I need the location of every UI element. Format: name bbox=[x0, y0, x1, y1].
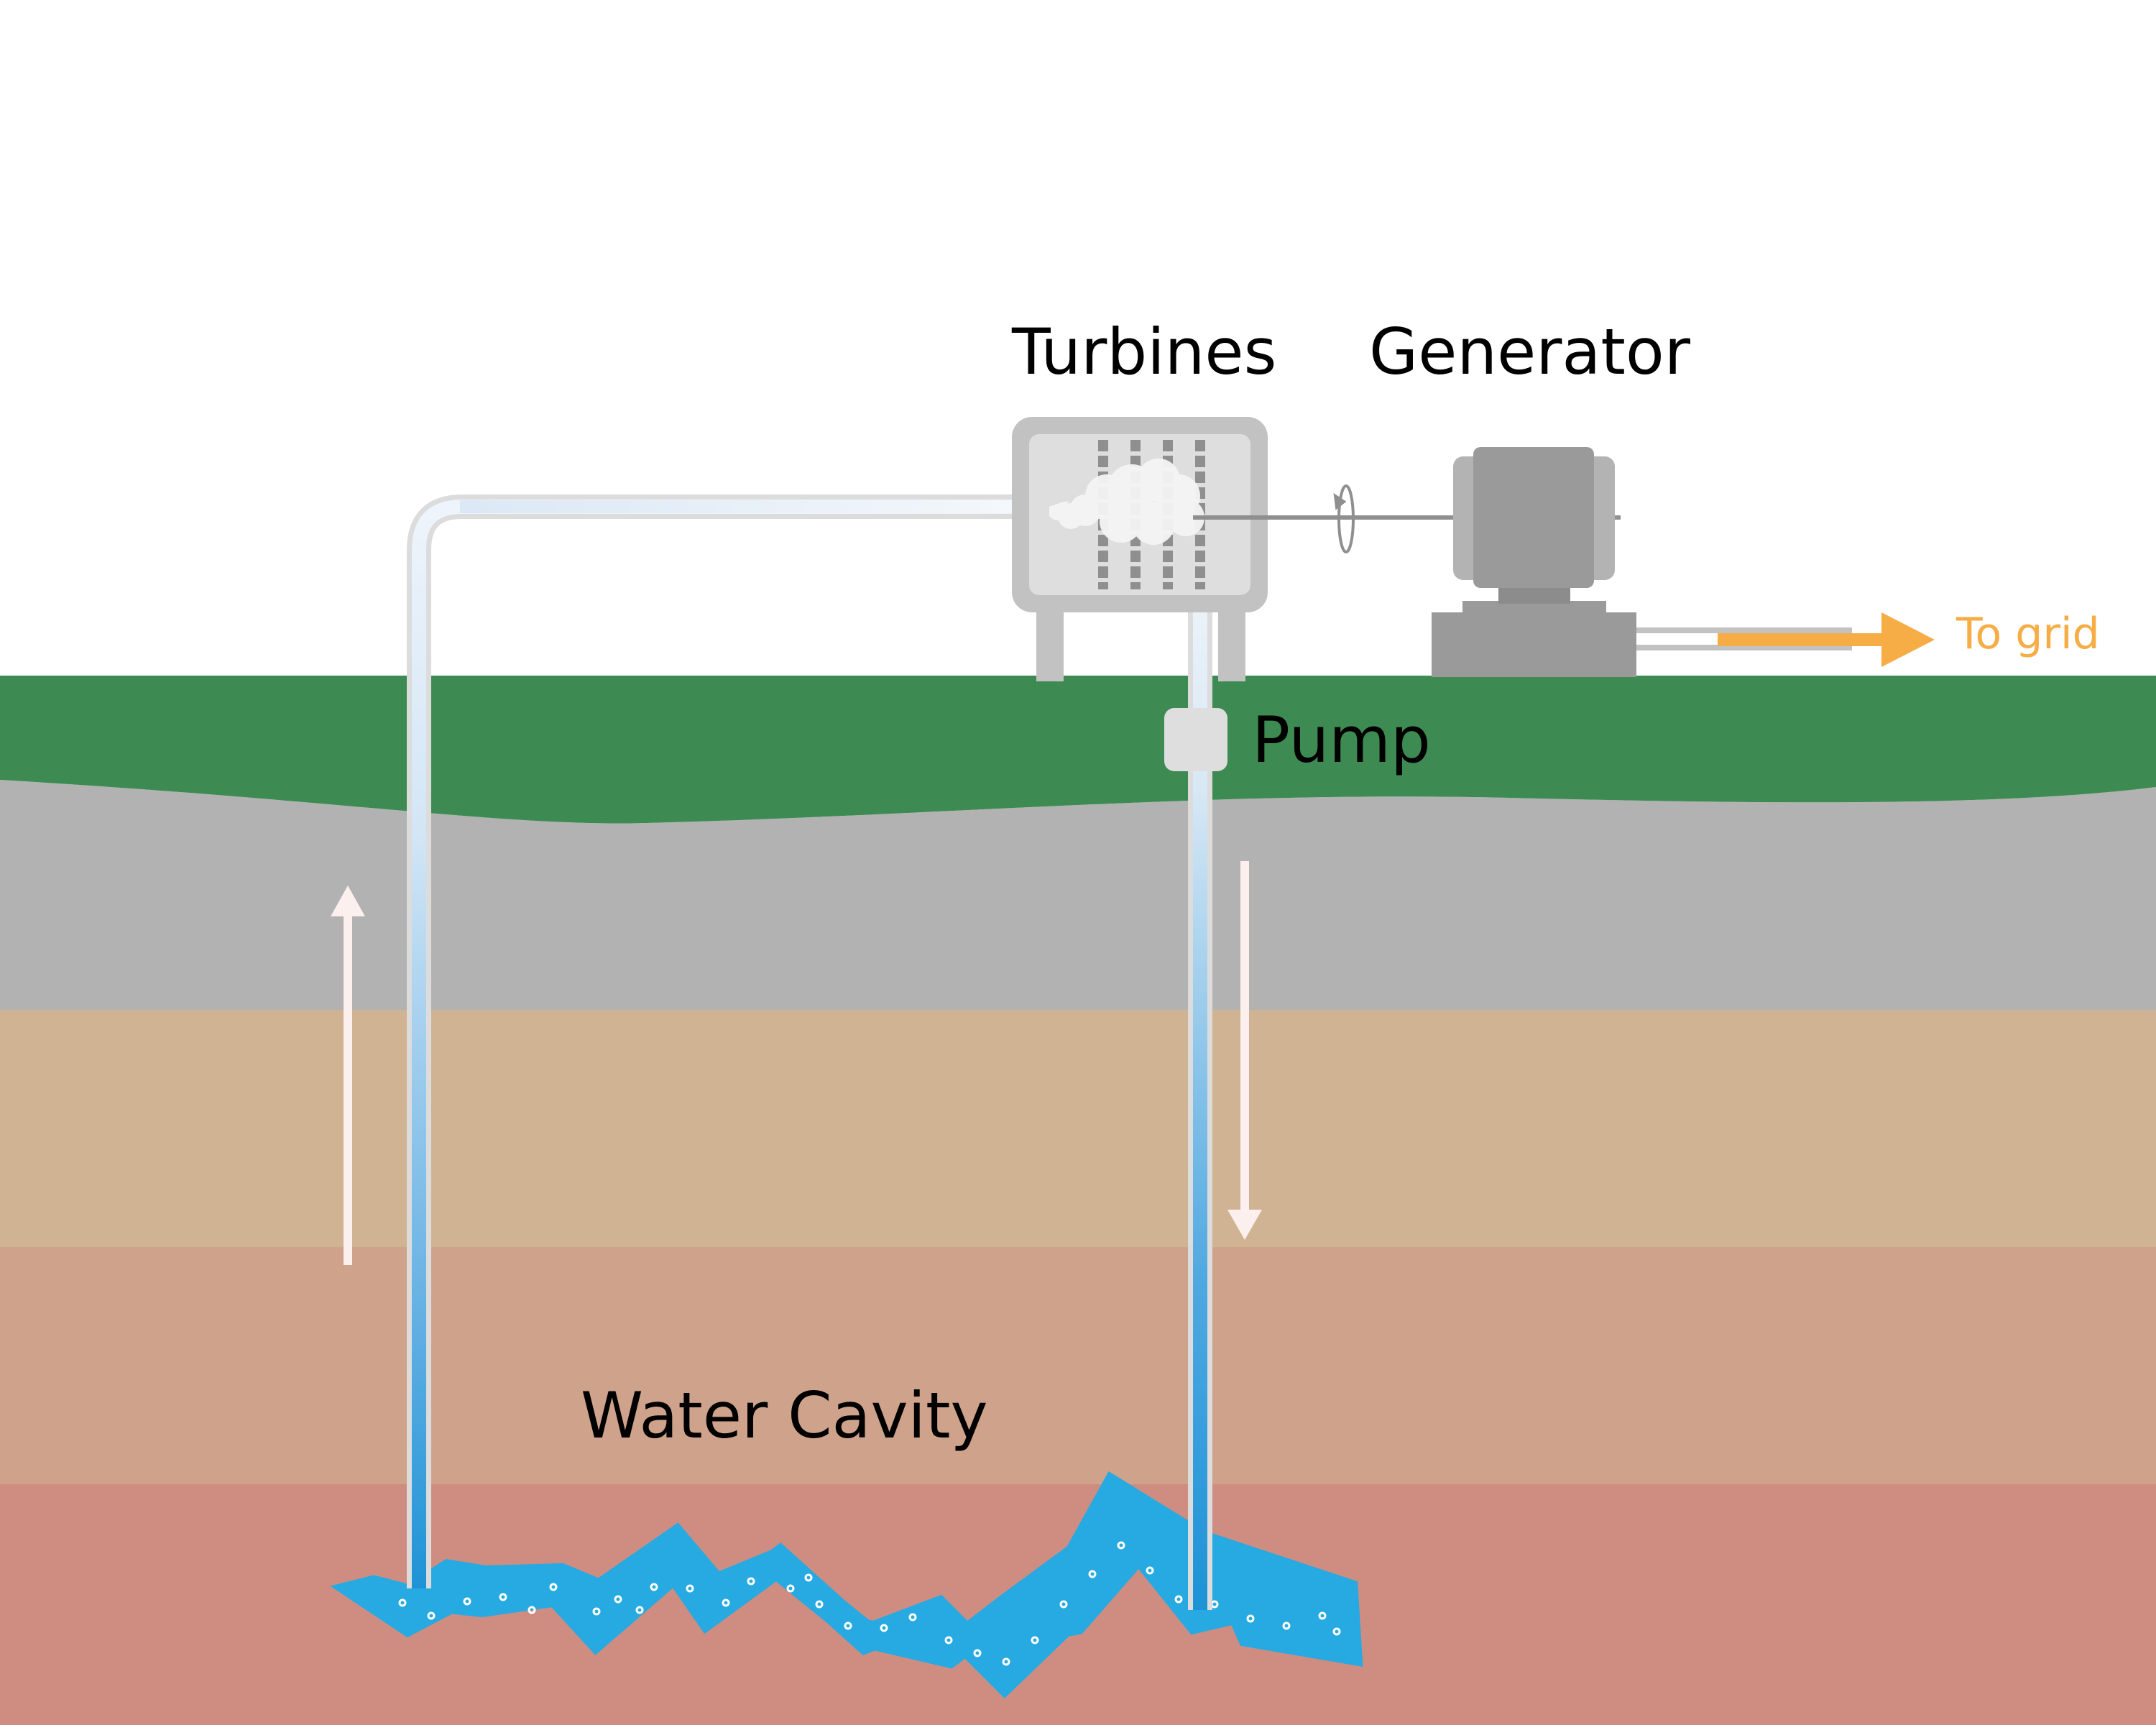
generator-body bbox=[1473, 447, 1594, 588]
turbine-unit bbox=[1012, 417, 1268, 681]
water-cavity-label: Water Cavity bbox=[581, 1379, 988, 1453]
pump-box bbox=[1164, 708, 1227, 771]
generator-unit bbox=[1432, 447, 1636, 677]
arrow-right-icon bbox=[1718, 612, 1935, 667]
grid-output bbox=[1636, 612, 1935, 667]
layer-clay bbox=[0, 1247, 2156, 1484]
rotation-arrow-icon bbox=[1333, 484, 1355, 553]
generator-label: Generator bbox=[1369, 315, 1691, 389]
water-cavity bbox=[330, 1471, 1363, 1699]
layer-grass bbox=[0, 676, 2156, 824]
turbine-leg-left bbox=[1036, 604, 1064, 681]
production-pipe-top-fill bbox=[460, 500, 1078, 513]
production-pipe bbox=[412, 500, 1082, 1588]
layer-rock bbox=[0, 780, 2156, 1010]
turbine-leg-right bbox=[1218, 604, 1245, 681]
arrow-down-icon bbox=[1227, 861, 1262, 1240]
pump-label: Pump bbox=[1252, 703, 1431, 777]
ground-layers bbox=[0, 676, 2156, 1725]
generator-base bbox=[1432, 612, 1636, 677]
to-grid-label: To grid bbox=[1955, 609, 2100, 659]
steam-cloud bbox=[1049, 459, 1204, 545]
arrow-up-icon bbox=[331, 886, 365, 1265]
generator-base-top bbox=[1462, 601, 1606, 617]
layer-sand bbox=[0, 1010, 2156, 1247]
water-bubbles bbox=[398, 1541, 1341, 1666]
turbines-label: Turbines bbox=[1011, 315, 1276, 389]
water-body bbox=[330, 1471, 1363, 1699]
